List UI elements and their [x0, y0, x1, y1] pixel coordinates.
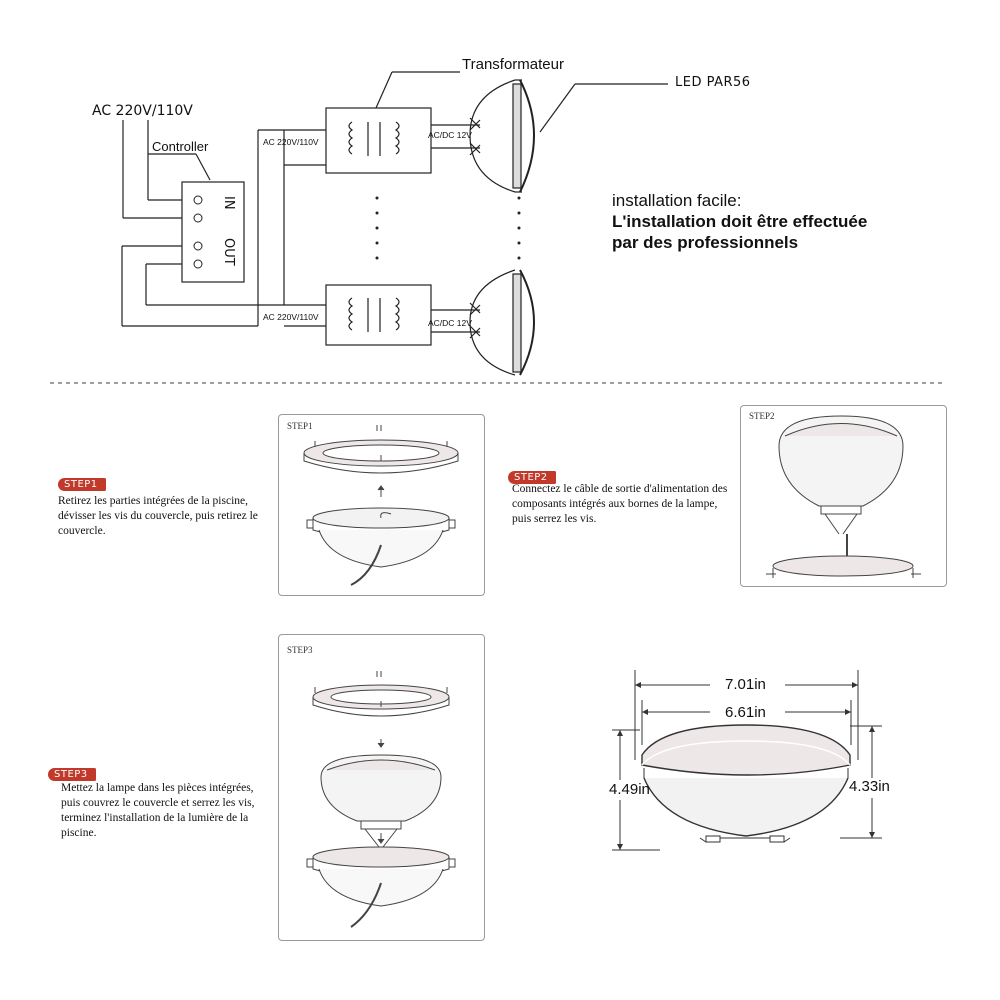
install-note-line2: L'installation doit être effectuée: [612, 212, 868, 231]
transformer-output-label-top: AC/DC 12V: [428, 130, 472, 140]
left-height-label: 4.49in: [609, 781, 650, 798]
controller-out-label: OUT: [221, 238, 236, 266]
install-note-line1: installation facile:: [612, 191, 742, 210]
outer-width-label: 7.01in: [725, 676, 766, 693]
step3-panel: STEP3: [278, 634, 485, 941]
step2-panel: STEP2: [740, 405, 947, 587]
step2-illustration: [766, 415, 921, 578]
transformer-input-label-bottom: AC 220V/110V: [263, 312, 319, 322]
transformer-input-label-top: AC 220V/110V: [263, 137, 319, 147]
ac-input-label: AC 220V/110V: [92, 103, 193, 119]
dimension-drawing: [612, 670, 882, 851]
wiring-diagram: [50, 71, 945, 384]
inner-width-label: 6.61in: [725, 704, 766, 721]
step1-badge: STEP1: [58, 474, 106, 492]
step2-panel-title: STEP2: [749, 411, 775, 421]
step3-panel-title: STEP3: [287, 645, 313, 655]
right-height-label: 4.33in: [849, 778, 890, 795]
step1-text: Retirez les parties intégrées de la pisc…: [58, 495, 258, 537]
step1-illustration: [303, 425, 459, 586]
install-note-line3: par des professionnels: [612, 233, 799, 252]
step3-illustration: [306, 671, 456, 928]
step3-text: Mettez la lampe dans les pièces intégrée…: [61, 782, 255, 839]
step1-panel-title: STEP1: [287, 421, 313, 431]
led-label: LED PAR56: [675, 75, 751, 90]
step2-text: Connectez le câble de sortie d'alimentat…: [512, 483, 728, 525]
transformer-label: Transformateur: [462, 56, 564, 73]
step2-badge: STEP2: [508, 467, 556, 485]
install-note: installation facile: L'installation doit…: [612, 190, 867, 253]
transformer-output-label-bottom: AC/DC 12V: [428, 318, 472, 328]
step1-panel: STEP1: [278, 414, 485, 596]
step3-badge: STEP3: [48, 764, 96, 782]
controller-label: Controller: [152, 139, 209, 154]
controller-in-label: IN: [221, 196, 236, 210]
